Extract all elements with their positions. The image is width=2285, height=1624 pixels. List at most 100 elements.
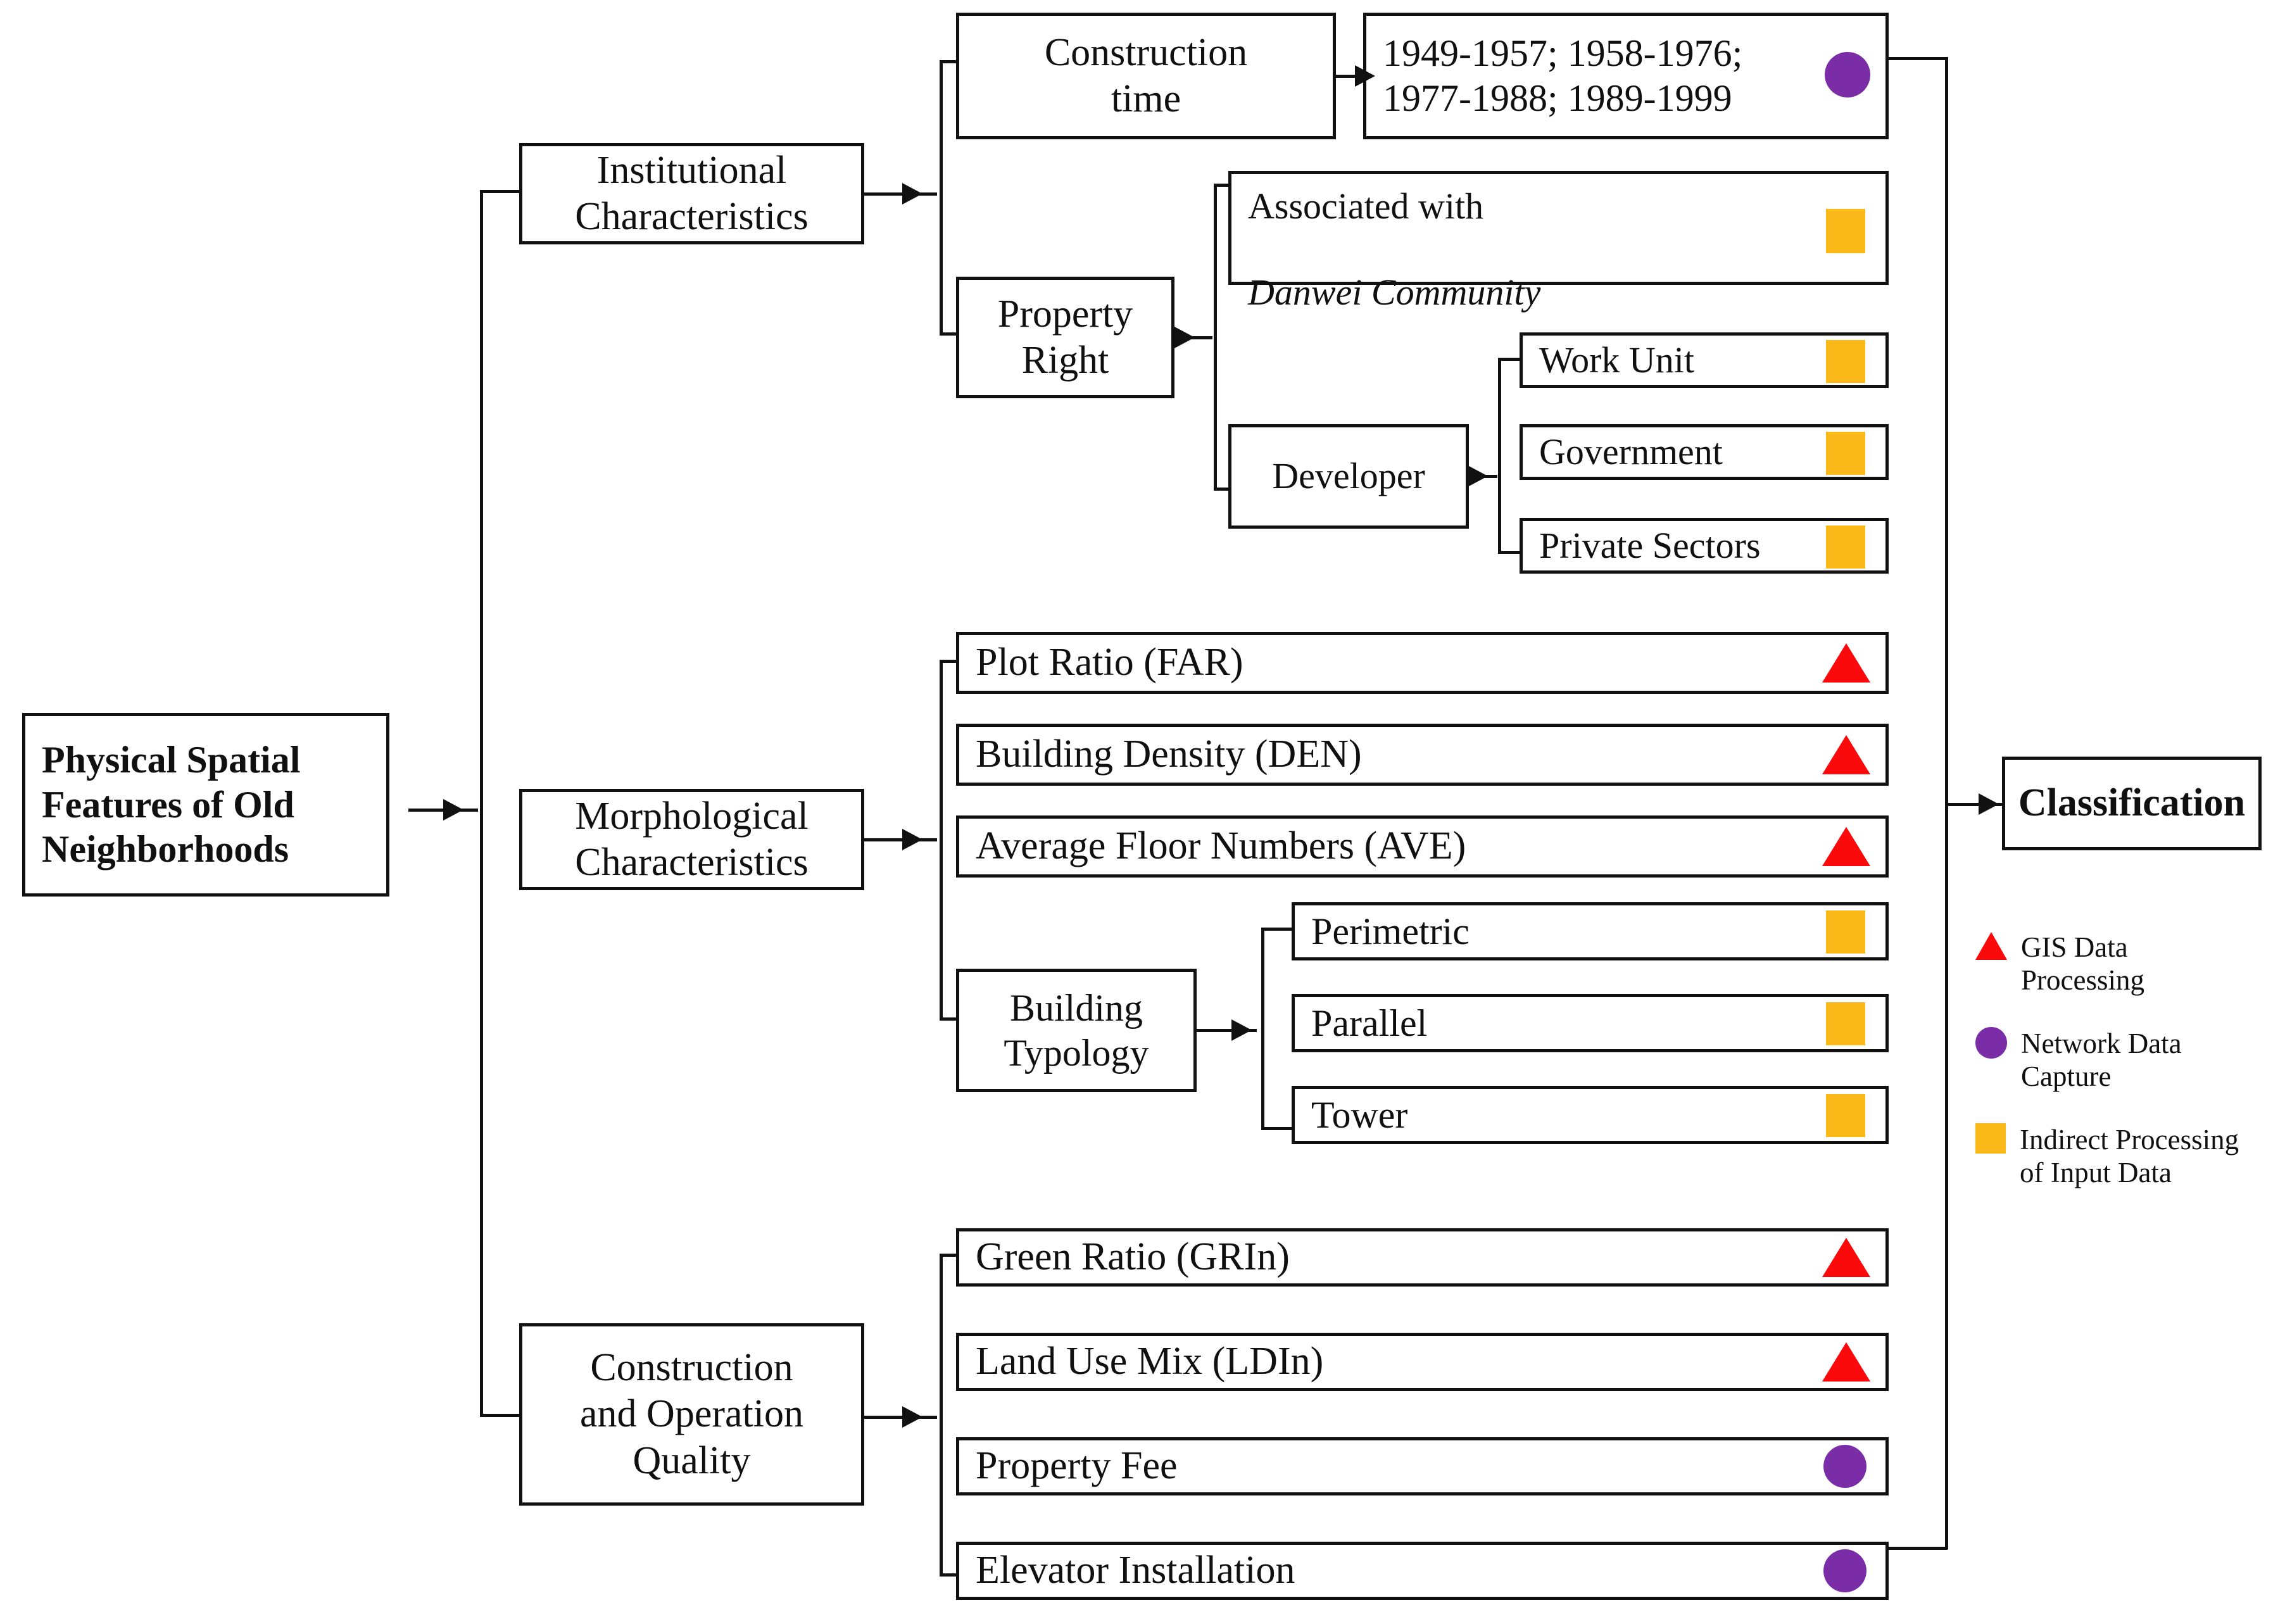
gis-data-processing-triangle-icon — [1822, 1238, 1870, 1277]
node-building-density-den[interactable]: Building Density (DEN) — [956, 724, 1889, 786]
developer-subtrunk-top — [1498, 358, 1539, 361]
indirect-processing-square-icon — [1826, 1094, 1865, 1137]
network-data-capture-circle-icon — [1975, 1027, 2007, 1059]
green-ratio-label: Green Ratio (GRIn) — [976, 1235, 1290, 1279]
typology-subtrunk-top — [1261, 928, 1299, 931]
construction-time-values-label: 1949-1957; 1958-1976; 1977-1988; 1989-19… — [1383, 32, 1743, 119]
indirect-processing-square-icon — [1826, 432, 1865, 475]
private-sectors-label: Private Sectors — [1539, 524, 1761, 566]
node-building-typology[interactable]: Building Typology — [956, 969, 1197, 1092]
category-institutional-characteristics[interactable]: Institutional Characteristics — [519, 143, 864, 244]
building-typology-label: Building Typology — [1004, 986, 1149, 1074]
gis-data-processing-triangle-icon — [1822, 827, 1870, 866]
average-floor-numbers-label: Average Floor Numbers (AVE) — [976, 824, 1466, 868]
plot-ratio-label: Plot Ratio (FAR) — [976, 641, 1243, 684]
trunk-branch-bottom — [480, 1414, 524, 1417]
gis-data-processing-triangle-icon — [1822, 1342, 1870, 1382]
indirect-processing-square-icon — [1826, 209, 1865, 253]
node-associated-with-danwei-community[interactable]: Associated with Danwei Community — [1228, 171, 1889, 313]
gis-data-processing-triangle-icon — [1822, 735, 1870, 774]
connector-morphological-out — [864, 838, 937, 841]
typology-subtrunk — [1261, 928, 1264, 1130]
indirect-processing-square-icon — [1826, 910, 1865, 954]
category-morphological-label: Morphological Characteristics — [575, 794, 809, 884]
property-right-subtrunk — [1214, 184, 1217, 491]
node-green-ratio-grin[interactable]: Green Ratio (GRIn) — [956, 1228, 1889, 1287]
institutional-subtrunk — [940, 60, 943, 336]
arrowhead-property-right — [1174, 327, 1195, 348]
legend-item-gis-data-processing: GIS Data Processing — [1975, 931, 2273, 997]
indirect-processing-square-icon — [1826, 526, 1865, 569]
node-elevator-installation[interactable]: Elevator Installation — [956, 1542, 1889, 1600]
collector-top-stub — [1887, 57, 1948, 60]
legend-label-gis: GIS Data Processing — [2021, 931, 2144, 997]
legend-label-indirect: Indirect Processing of Input Data — [2020, 1124, 2239, 1189]
gis-data-processing-triangle-icon — [1975, 931, 2007, 960]
government-label: Government — [1539, 431, 1723, 472]
elevator-installation-label: Elevator Installation — [976, 1549, 1295, 1592]
indirect-processing-square-icon — [1826, 1002, 1865, 1045]
node-developer[interactable]: Developer — [1228, 424, 1469, 529]
node-construction-time-values[interactable]: 1949-1957; 1958-1976; 1977-1988; 1989-19… — [1363, 13, 1889, 139]
legend-item-network-data-capture: Network Data Capture — [1975, 1027, 2273, 1093]
typology-subtrunk-bottom — [1261, 1127, 1299, 1130]
arrowhead-construction-time — [1355, 65, 1375, 87]
property-right-label: Property Right — [997, 292, 1133, 382]
quality-subtrunk — [940, 1254, 943, 1577]
danwei-line1: Associated with — [1248, 185, 1484, 227]
connector-building-typology-out — [1197, 1029, 1257, 1032]
root-physical-spatial-features[interactable]: Physical Spatial Features of Old Neighbo… — [22, 713, 389, 897]
category-quality-label: Construction and Operation Quality — [580, 1346, 803, 1482]
building-density-label: Building Density (DEN) — [976, 733, 1362, 776]
construction-time-label: Construction time — [1044, 30, 1248, 120]
node-plot-ratio-far[interactable]: Plot Ratio (FAR) — [956, 632, 1889, 694]
node-parallel[interactable]: Parallel — [1292, 994, 1889, 1052]
morphological-subtrunk — [940, 660, 943, 1021]
developer-subtrunk — [1498, 358, 1501, 554]
category-institutional-label: Institutional Characteristics — [575, 148, 809, 238]
legend-item-indirect-processing: Indirect Processing of Input Data — [1975, 1123, 2273, 1189]
collector-bottom-stub — [1887, 1547, 1948, 1550]
arrowhead-root — [443, 799, 463, 821]
trunk-vertical — [480, 190, 483, 1417]
danwei-text-wrapper: Associated with Danwei Community — [1231, 141, 1885, 315]
node-construction-time[interactable]: Construction time — [956, 13, 1336, 139]
node-tower[interactable]: Tower — [1292, 1086, 1889, 1144]
legend: GIS Data Processing Network Data Capture… — [1975, 931, 2273, 1197]
node-perimetric[interactable]: Perimetric — [1292, 902, 1889, 960]
connector-institutional-out — [864, 192, 937, 196]
arrowhead-classification — [1979, 793, 1999, 815]
tower-label: Tower — [1311, 1093, 1408, 1136]
node-land-use-mix-ldin[interactable]: Land Use Mix (LDIn) — [956, 1333, 1889, 1391]
collector-to-classification — [1945, 803, 2005, 806]
arrowhead-institutional — [902, 183, 922, 205]
node-property-right[interactable]: Property Right — [956, 277, 1174, 398]
land-use-mix-label: Land Use Mix (LDIn) — [976, 1340, 1324, 1383]
indirect-processing-square-icon — [1826, 340, 1865, 383]
network-data-capture-circle-icon — [1823, 1445, 1866, 1488]
legend-label-network: Network Data Capture — [2021, 1028, 2182, 1093]
classification-label: Classification — [2018, 781, 2246, 825]
developer-subtrunk-bottom — [1498, 551, 1539, 554]
developer-label: Developer — [1272, 455, 1425, 497]
work-unit-label: Work Unit — [1539, 339, 1695, 381]
arrowhead-morphological — [902, 829, 922, 850]
parallel-label: Parallel — [1311, 1002, 1428, 1044]
danwei-line2: Danwei Community — [1248, 272, 1541, 313]
indirect-processing-square-icon — [1975, 1123, 2006, 1154]
trunk-branch-top — [480, 190, 524, 193]
arrowhead-building-typology — [1231, 1019, 1252, 1041]
network-data-capture-circle-icon — [1825, 52, 1870, 98]
node-property-fee[interactable]: Property Fee — [956, 1437, 1889, 1495]
node-average-floor-numbers-ave[interactable]: Average Floor Numbers (AVE) — [956, 815, 1889, 878]
category-construction-operation-quality[interactable]: Construction and Operation Quality — [519, 1323, 864, 1506]
root-label: Physical Spatial Features of Old Neighbo… — [42, 738, 301, 871]
arrowhead-developer — [1468, 465, 1488, 487]
property-fee-label: Property Fee — [976, 1444, 1178, 1488]
connector-quality-out — [864, 1416, 937, 1419]
output-classification[interactable]: Classification — [2002, 757, 2262, 850]
arrowhead-quality — [902, 1406, 922, 1428]
perimetric-label: Perimetric — [1311, 910, 1470, 952]
category-morphological-characteristics[interactable]: Morphological Characteristics — [519, 789, 864, 890]
